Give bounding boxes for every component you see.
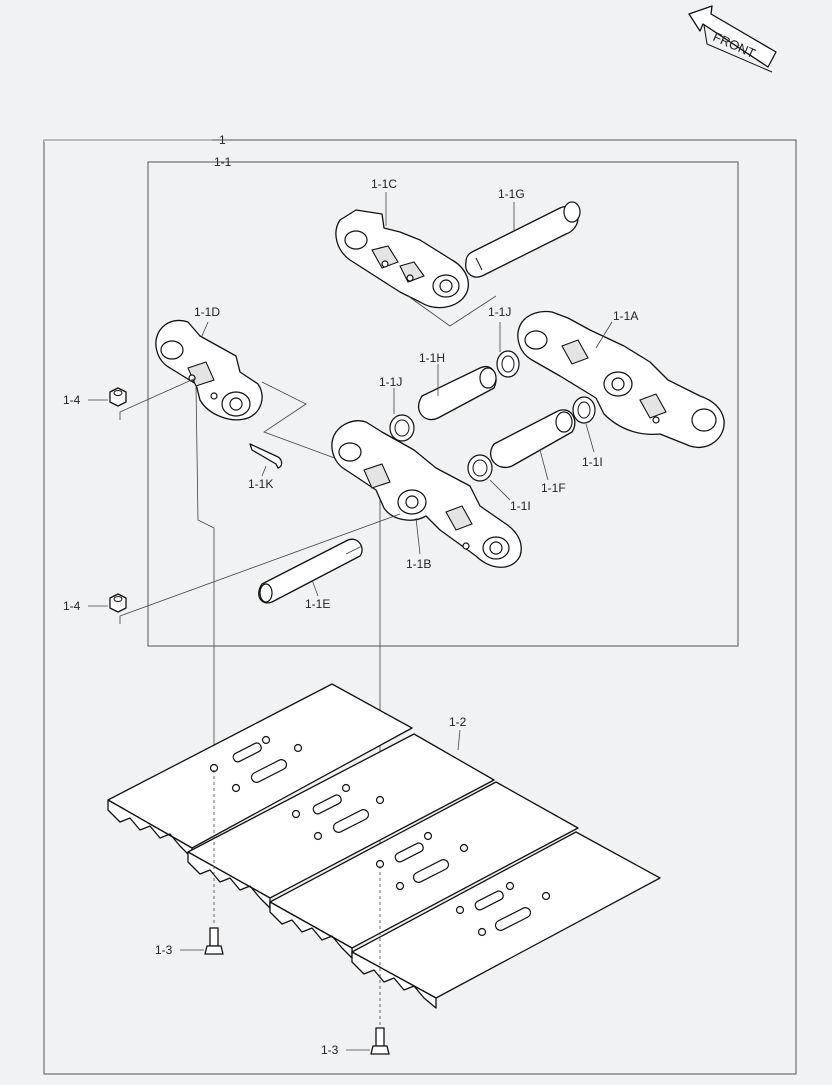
seal-1-1i-left — [467, 454, 493, 482]
callout-1-1i-right: 1-1I — [582, 455, 603, 469]
track-shoe-plates-1-2 — [107, 683, 661, 1009]
callout-1-1j-upper: 1-1J — [488, 305, 511, 319]
callout-1-1h: 1-1H — [419, 351, 445, 365]
label-1: 1 — [219, 133, 226, 147]
seal-1-1j-lower — [389, 414, 415, 442]
callout-1-1i-left: 1-1I — [510, 499, 531, 513]
callout-1-1c: 1-1C — [371, 177, 397, 191]
pin-1-1e — [258, 538, 363, 604]
callout-1-1d: 1-1D — [194, 305, 220, 319]
subassembly-1-1-box — [147, 161, 739, 647]
callout-1-4-upper: 1-4 — [63, 393, 81, 407]
nut-1-4-upper — [109, 387, 127, 407]
callout-1-1f: 1-1F — [541, 481, 566, 495]
callout-1-1a: 1-1A — [613, 309, 638, 323]
label-1-1: 1-1 — [214, 155, 232, 169]
link-1-1b — [331, 420, 522, 568]
link-1-1a — [517, 310, 725, 448]
callout-1-3-right: 1-3 — [321, 1043, 339, 1057]
callout-1-1k: 1-1K — [248, 477, 273, 491]
clip-1-1k — [249, 443, 283, 469]
callout-1-1b: 1-1B — [406, 557, 431, 571]
link-1-1c — [335, 209, 469, 309]
front-arrow-icon: FRONT — [688, 5, 777, 73]
callout-1-1g: 1-1G — [498, 187, 525, 201]
callout-1-1j-lower: 1-1J — [379, 375, 402, 389]
link-1-1d — [155, 319, 263, 421]
bushing-1-1f — [489, 409, 576, 469]
callout-1-1e: 1-1E — [305, 597, 330, 611]
assembly-1-box — [43, 139, 797, 1075]
callout-1-2: 1-2 — [449, 715, 467, 729]
bolt-1-3-right — [370, 1027, 390, 1055]
seal-1-1j-upper — [496, 350, 520, 378]
pin-1-1g — [465, 201, 581, 278]
nut-1-4-lower — [109, 593, 127, 613]
bolt-1-3-left — [204, 927, 224, 955]
seal-1-1i-right — [572, 396, 596, 424]
callout-1-3-left: 1-3 — [155, 943, 173, 957]
bushing-1-1h — [417, 365, 497, 421]
callout-1-4-lower: 1-4 — [63, 599, 81, 613]
